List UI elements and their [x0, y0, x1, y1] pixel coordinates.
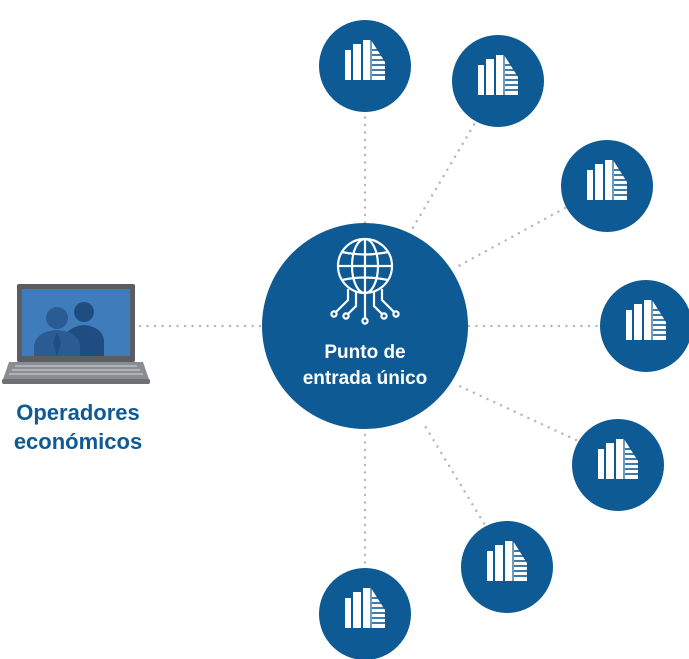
building-node-4 [600, 280, 689, 372]
connector-node-3 [453, 206, 567, 270]
connector-node-6 [423, 424, 490, 532]
laptop-users-icon [2, 284, 150, 384]
connector-node-2 [406, 116, 480, 238]
building-node-5 [572, 419, 664, 511]
building-node-7 [319, 568, 411, 659]
building-node-2 [452, 35, 544, 127]
building-node-3 [561, 140, 653, 232]
connector-node-5 [453, 382, 578, 442]
building-node-1 [319, 20, 411, 112]
central-hub: Punto de entrada único [262, 223, 468, 429]
hub-label-line2: entrada único [303, 368, 428, 389]
building-node-6 [461, 521, 553, 613]
user-label-line2: económicos [14, 429, 142, 454]
hub-label-line1: Punto de [324, 342, 405, 363]
user-label-line1: Operadores [16, 400, 140, 425]
connector-lines [138, 108, 606, 572]
globe-circuit-icon [330, 237, 400, 325]
hub-circle [262, 223, 468, 429]
